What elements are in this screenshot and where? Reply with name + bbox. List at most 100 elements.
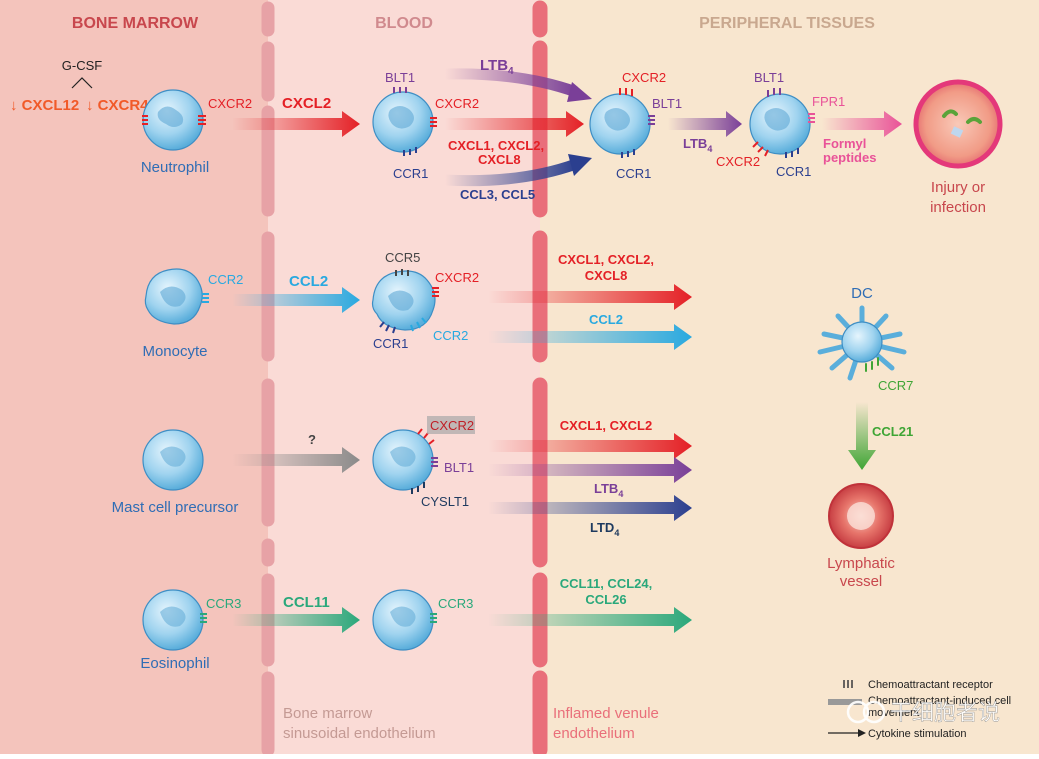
dendritic-cell [817, 305, 907, 381]
legend-movement-label-2: movement [868, 707, 919, 719]
injury-label-2: infection [930, 199, 986, 216]
eosinophil-bm-ccr3: CCR3 [206, 596, 241, 611]
cxcl2-label: CXCL2 [282, 95, 331, 112]
injury-label-1: Injury or [931, 179, 985, 196]
ccl-eos-tissue-label-2: CCL26 [585, 592, 626, 607]
legend-movement-icon [828, 699, 862, 705]
gcsf-label: G-CSF [62, 58, 103, 73]
formyl-label-2: peptides [823, 150, 876, 165]
ccl35-arrowhead [568, 154, 592, 176]
lymphatic-label-2: vessel [840, 573, 883, 590]
ltb4-second-arrow [668, 111, 742, 137]
mast-blood-cxcr2: CXCR2 [430, 418, 474, 433]
lymphatic-vessel-icon [828, 483, 894, 549]
injury-site-icon [913, 79, 1003, 169]
eosinophil-blood-cell [372, 589, 437, 651]
cxcl-neutrophil-label-2: CXCL8 [478, 152, 521, 167]
bm-endothelium-caption-2: sinusoidal endothelium [283, 725, 436, 742]
ccl35-arrow-shaft [444, 158, 578, 187]
mast-blood-cyslt1: CYSLT1 [421, 494, 469, 509]
neutrophil-blood-cxcr2: CXCR2 [435, 96, 479, 111]
neutrophil-blood-blt1: BLT1 [385, 70, 415, 85]
mast-blood-blt1: BLT1 [444, 460, 474, 475]
legend-movement-label-1: Chemoattractant-induced cell [868, 695, 1011, 707]
ccl-eos-tissue-arrow [488, 607, 692, 633]
cxcl-monocyte-arrow [488, 284, 692, 310]
legend: Chemoattractant receptor Chemoattractant… [828, 679, 1011, 740]
venule-endothelium-caption-1: Inflamed venule [553, 705, 659, 722]
mast-precursor-bm-cell [142, 429, 204, 491]
ltb4-mast-label: LTB4 [594, 481, 623, 499]
ltb4-label: LTB4 [480, 57, 514, 77]
ccl2-monocyte-label: CCL2 [289, 273, 328, 290]
cxcl12-down-label: ↓ CXCL12 [10, 97, 79, 114]
legend-cytokine-arrowhead [858, 729, 866, 737]
ltd4-mast-label: LTD4 [590, 520, 619, 538]
ccl11-eos-label: CCL11 [283, 594, 330, 611]
monocyte-label: Monocyte [142, 343, 207, 360]
ccl11-eos-arrow [232, 607, 360, 633]
neutrophil-bm-cell [142, 89, 206, 151]
ccl35-label: CCL3, CCL5 [460, 187, 535, 202]
dc-label: DC [851, 285, 873, 302]
venule-endothelium-caption-2: endothelium [553, 725, 635, 742]
watermark-text: 干细胞者说 [890, 700, 1000, 725]
monocyte-blood-ccr5: CCR5 [385, 250, 420, 265]
eosinophil-label: Eosinophil [140, 655, 209, 672]
lymphatic-label-1: Lymphatic [827, 555, 895, 572]
ccl2-monocyte-arrow [232, 287, 360, 313]
neutrophil-tissue-cell [589, 88, 655, 158]
cxcl-mast-arrow [488, 433, 692, 459]
peripheral-tissues-header: PERIPHERAL TISSUES [699, 15, 875, 32]
gcsf-split-arrow [71, 77, 93, 89]
cxcl-mast-label: CXCL1, CXCL2 [560, 418, 652, 433]
mast-unknown-arrow [232, 447, 360, 473]
cxcl-monocyte-label-2: CXCL8 [585, 268, 628, 283]
eosinophil-bm-cell [142, 589, 207, 651]
cxcl2-arrow [232, 111, 360, 137]
cxcr4-down-label: ↓ CXCR4 [86, 97, 149, 114]
ltb4-arrowhead [567, 82, 592, 102]
bone-marrow-region [0, 0, 268, 754]
eosinophil-blood-ccr3: CCR3 [438, 596, 473, 611]
formyl-label-1: Formyl [823, 136, 866, 151]
neutrophil-tissue-blt1: BLT1 [652, 96, 682, 111]
neutrophil-tissue2-cxcr2: CXCR2 [716, 154, 760, 169]
neutrophil-tissue2-fpr1: FPR1 [812, 94, 845, 109]
watermark: 干细胞者说 [846, 700, 1000, 725]
ltb4-mast-arrow [488, 457, 692, 483]
monocyte-blood-cell [371, 269, 439, 334]
neutrophil-tissue-cxcr2: CXCR2 [622, 70, 666, 85]
cxcr2-highlight-box [427, 416, 475, 434]
mast-unknown-label: ? [308, 432, 316, 447]
monocyte-blood-ccr1: CCR1 [373, 336, 408, 351]
ccl21-label: CCL21 [872, 424, 913, 439]
ccl-eos-tissue-label-1: CCL11, CCL24, [560, 576, 652, 591]
bone-marrow-header: BONE MARROW [72, 15, 199, 32]
cxcl-neutrophil-label-1: CXCL1, CXCL2, [448, 138, 544, 153]
legend-receptor-label: Chemoattractant receptor [868, 679, 993, 691]
neutrophil-bm-cxcr2: CXCR2 [208, 96, 252, 111]
ltd4-mast-arrow [488, 495, 692, 521]
ccl2-tissue-arrow [488, 324, 692, 350]
neutrophil-tissue2-blt1: BLT1 [754, 70, 784, 85]
neutrophil-blood-ccr1: CCR1 [393, 166, 428, 181]
bm-endothelium-caption-1: Bone marrow [283, 705, 372, 722]
neutrophil-tissue2-ccr1: CCR1 [776, 164, 811, 179]
neutrophil-tissue2-cell [749, 88, 815, 158]
monocyte-bm-ccr2: CCR2 [208, 272, 243, 287]
legend-cytokine-label: Cytokine stimulation [868, 728, 966, 740]
cxcl-monocyte-label-1: CXCL1, CXCL2, [558, 252, 654, 267]
blood-header: BLOOD [375, 15, 433, 32]
monocyte-bm-cell [144, 268, 209, 325]
dc-ccr7: CCR7 [878, 378, 913, 393]
ltb4-second-label: LTB4 [683, 136, 712, 154]
neutrophil-label: Neutrophil [141, 159, 209, 176]
ccl21-arrow [848, 402, 876, 470]
mast-precursor-label: Mast cell precursor [112, 499, 239, 516]
legend-receptor-icon [843, 680, 853, 688]
cxcl-neutrophil-arrow [445, 111, 584, 137]
ccl2-tissue-label: CCL2 [589, 312, 623, 327]
